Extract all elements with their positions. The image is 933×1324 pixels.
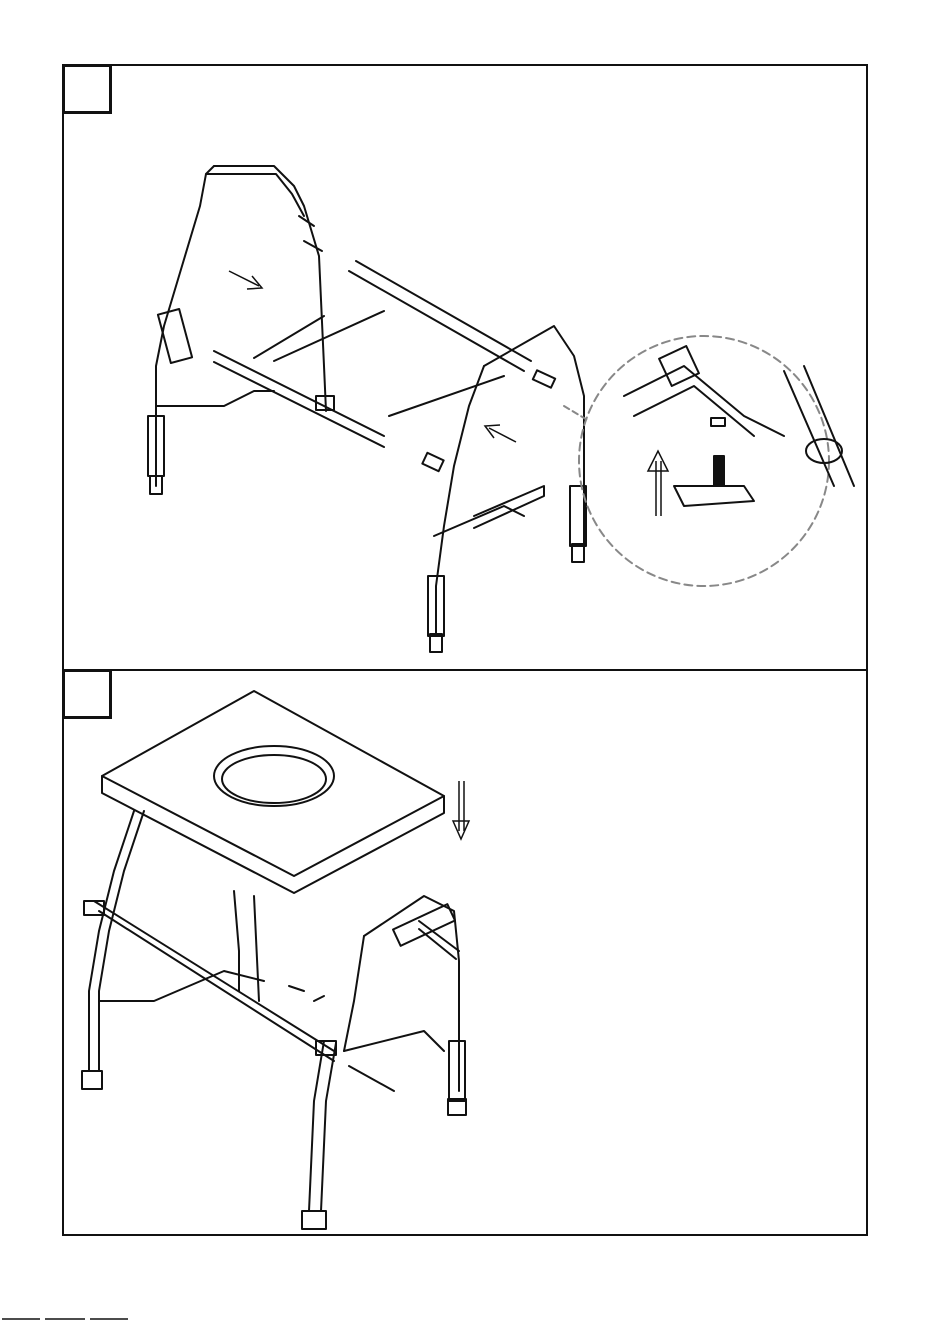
seat-top [102,691,444,876]
arrow-down-icon [453,781,469,839]
arrow-left-up-icon [485,425,516,442]
step-2-panel [62,669,868,1236]
footer-print-marks [0,1318,140,1324]
rear-frame-upright-right [214,166,326,411]
detail-clamp [674,486,754,506]
seat-edge [102,776,444,893]
detail-callout-circle [579,336,829,586]
left-front-leg [89,811,134,1071]
step-1-frame-illustration [64,66,870,673]
rear-crossbar [156,391,274,406]
detail-tube [624,366,784,436]
front-crossbar [474,486,544,528]
step-1-panel [62,64,868,671]
arrow-right-down-icon [229,271,262,289]
step-2-seat-illustration [64,671,870,1238]
right-crossbar [344,1031,444,1051]
arrow-up-icon [648,451,668,516]
